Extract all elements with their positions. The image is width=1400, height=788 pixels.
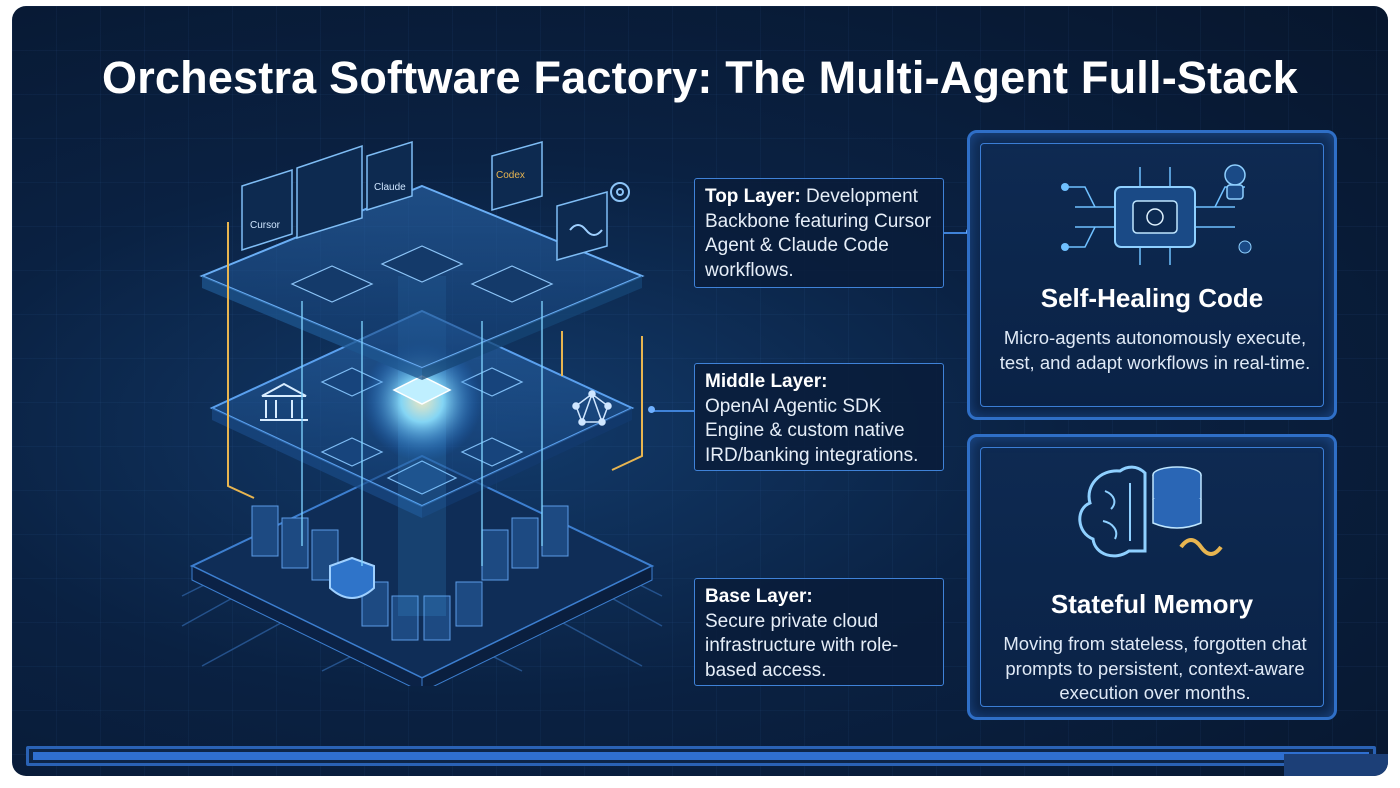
self-healing-panel: Self-Healing Code Micro-agents autonomou… [967, 130, 1337, 420]
corner-tab [1284, 754, 1388, 776]
middle-connector-dot [648, 406, 655, 413]
base-layer-heading: Base Layer: [705, 586, 813, 607]
infographic-frame: Orchestra Software Factory: The Multi-Ag… [12, 6, 1388, 776]
stateful-memory-panel: Stateful Memory Moving from stateless, f… [967, 434, 1337, 720]
top-layer-slab: Cursor Claude Codex [199, 140, 645, 380]
brain-database-infinity-icon [1078, 465, 1223, 558]
top-layer-heading: Top Layer: [705, 186, 801, 207]
stateful-memory-text: Moving from stateless, forgotten chat pr… [1003, 633, 1307, 703]
self-healing-title: Self-Healing Code [1040, 283, 1264, 313]
flow-arrows [227, 222, 643, 499]
stack-diagram: Cursor Claude Codex [181, 140, 663, 693]
codex-logo-label: Codex [496, 170, 525, 181]
bottom-progress-bar [26, 746, 1376, 766]
base-layer-text: Secure private cloud infrastructure with… [705, 610, 899, 681]
middle-layer-heading: Middle Layer: [705, 371, 828, 392]
middle-layer-callout: Middle Layer: OpenAI Agentic SDK Engine … [694, 363, 944, 471]
layer-stack-illustration: Cursor Claude Codex [162, 126, 682, 693]
page-title: Orchestra Software Factory: The Multi-Ag… [102, 52, 1298, 103]
middle-connector [652, 410, 694, 412]
top-layer-text: Development Backbone featuring Cursor Ag… [705, 186, 932, 281]
top-connector [944, 232, 972, 234]
claude-logo-label: Claude [374, 182, 406, 193]
chip-robot-icon [1061, 164, 1252, 265]
infinity-icon [569, 224, 603, 236]
self-healing-text: Micro-agents autonomously execute, test,… [999, 327, 1311, 373]
base-layer-slab [189, 454, 655, 693]
network-icon [572, 390, 612, 426]
middle-layer-text: OpenAI Agentic SDK Engine & custom nativ… [705, 395, 919, 466]
bank-icon [260, 382, 308, 421]
gear-icon [610, 182, 630, 202]
cursor-logo-label: Cursor [250, 220, 281, 231]
stateful-memory-title: Stateful Memory [1050, 589, 1254, 619]
shield-icon [329, 556, 375, 599]
base-layer-callout: Base Layer: Secure private cloud infrast… [694, 578, 944, 686]
top-layer-callout: Top Layer: Development Backbone featurin… [694, 178, 944, 288]
